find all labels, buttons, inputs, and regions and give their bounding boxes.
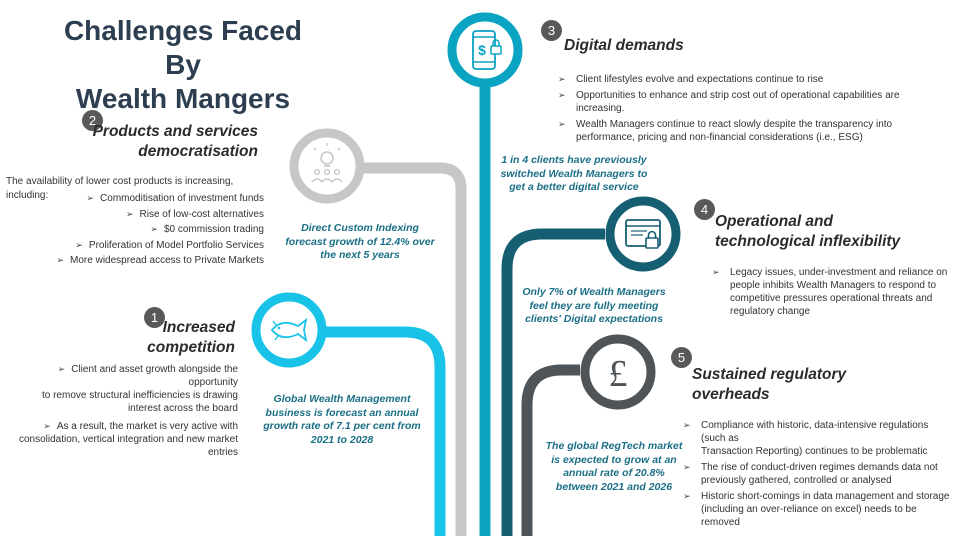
challenge-5-stat-line: The global RegTech market [545,440,683,452]
challenge-5-heading: Sustained regulatory overheads [692,365,912,405]
challenge-4-bullets: Legacy issues, under-investment and reli… [712,266,952,318]
challenge-5-bullet: Historic short-comings in data managemen… [683,490,955,529]
challenge-1-stat-line: growth rate of 7.1 per cent from [263,420,421,432]
challenge-5-bullets: Compliance with historic, data-intensive… [683,419,955,529]
challenge-3-number: 3 [541,20,562,41]
challenge-4-stat-line: Only 7% of Wealth Managers [522,286,666,298]
challenge-1-bullet: ➢Client and asset growth alongside the o… [41,364,238,414]
challenge-2-bullets: ➢Commoditisation of investment funds ➢Ri… [30,191,264,269]
challenge-2-heading-line1: Products and services [92,123,258,140]
challenge-1-heading-line1: Increased [162,319,235,336]
challenge-5-bullet: Compliance with historic, data-intensive… [683,419,955,458]
page-title: Challenges Faced By Wealth Mangers [48,14,318,116]
challenge-2-bullet: ➢Rise of low-cost alternatives [125,208,264,220]
challenge-1-stat: Global Wealth Management business is for… [262,393,422,447]
mobile-payment-icon: $ [447,12,523,88]
page-title-line1: Challenges Faced By [63,15,303,80]
challenge-2-heading: Products and services democratisation [86,122,258,162]
challenge-5-number: 5 [671,347,692,368]
challenge-2-number: 2 [82,110,103,131]
svg-text:$: $ [478,42,486,58]
challenge-5-bullet: The rise of conduct-driven regimes deman… [683,461,955,487]
challenge-5-heading-line2: overheads [692,386,770,403]
challenge-4-heading: Operational and technological inflexibil… [715,212,935,252]
challenge-3-stat: 1 in 4 clients have previously switched … [490,154,658,195]
road-line-regulatory [521,364,580,536]
challenge-5-stat-line: between 2021 and 2026 [555,480,673,493]
challenge-1-stat-line: 2021 to 2028 [310,433,374,446]
challenge-3-stat-line: switched Wealth Managers to [500,167,648,180]
challenge-1-stat-line: Global Wealth Management [273,393,411,405]
challenge-2-stat-line: the next 5 years [320,249,400,261]
challenge-3-heading: Digital demands [564,37,684,54]
page-title-line2: Wealth Mangers [75,83,291,114]
challenge-2-bullet: ➢Proliferation of Model Portfolio Servic… [75,239,264,251]
challenge-2-stat: Direct Custom Indexing forecast growth o… [278,222,442,263]
challenge-1-heading-line2: competition [147,339,235,356]
challenge-4-stat-line: clients' Digital expectations [525,313,663,325]
challenge-2-bullet: ➢More widespread access to Private Marke… [56,255,264,266]
challenge-1-heading: Increased competition [120,318,235,358]
challenge-3-bullet: Wealth Managers continue to react slowly… [558,118,903,144]
challenge-1-number: 1 [144,307,165,328]
challenge-5-stat-line: annual rate of 20.8% [563,467,665,479]
road-line-operational [501,228,605,536]
pound-icon: £ [580,334,656,410]
challenge-4-heading-line2: technological inflexibility [715,233,901,250]
challenge-4-heading-line1: Operational and [715,213,833,230]
road-line-competition [290,326,446,536]
challenge-5-stat: The global RegTech market is expected to… [540,440,688,494]
challenge-4-number: 4 [694,199,715,220]
challenge-2-intro: The availability of lower cost products … [6,176,234,201]
challenge-3-stat-line: get a better digital service [509,181,639,193]
challenge-2-stat-line: Direct Custom Indexing [301,222,419,234]
challenge-1-bullet: ➢As a result, the market is very active … [18,421,238,458]
challenge-4-bullet: Legacy issues, under-investment and reli… [712,266,952,318]
challenge-2-stat-line: forecast growth of 12.4% over [285,235,435,248]
road-line-products [350,162,467,536]
fish-icon [251,292,327,368]
challenge-3-bullets: Client lifestyles evolve and expectation… [558,73,903,144]
challenge-2-bullet: ➢Commoditisation of investment funds [86,193,264,204]
challenge-4-stat: Only 7% of Wealth Managers feel they are… [518,286,670,327]
challenge-1-bullets: ➢Client and asset growth alongside the o… [8,363,238,459]
challenge-3-bullet: Client lifestyles evolve and expectation… [558,73,903,86]
challenge-5-stat-line: is expected to grow at an [551,453,677,466]
browser-lock-icon [605,196,681,272]
challenge-2-bullet: ➢$0 commission trading [150,224,264,235]
challenge-4-stat-line: feel they are fully meeting [529,299,659,312]
challenge-3-bullet: Opportunities to enhance and strip cost … [558,89,903,115]
challenge-5-heading-line1: Sustained regulatory [692,366,847,383]
challenge-3-stat-line: 1 in 4 clients have previously [501,154,647,166]
lightbulb-people-icon [289,128,365,204]
challenge-1-stat-line: business is forecast an annual [265,406,419,419]
pound-symbol: £ [609,353,628,395]
challenge-2-heading-line2: democratisation [138,143,258,160]
